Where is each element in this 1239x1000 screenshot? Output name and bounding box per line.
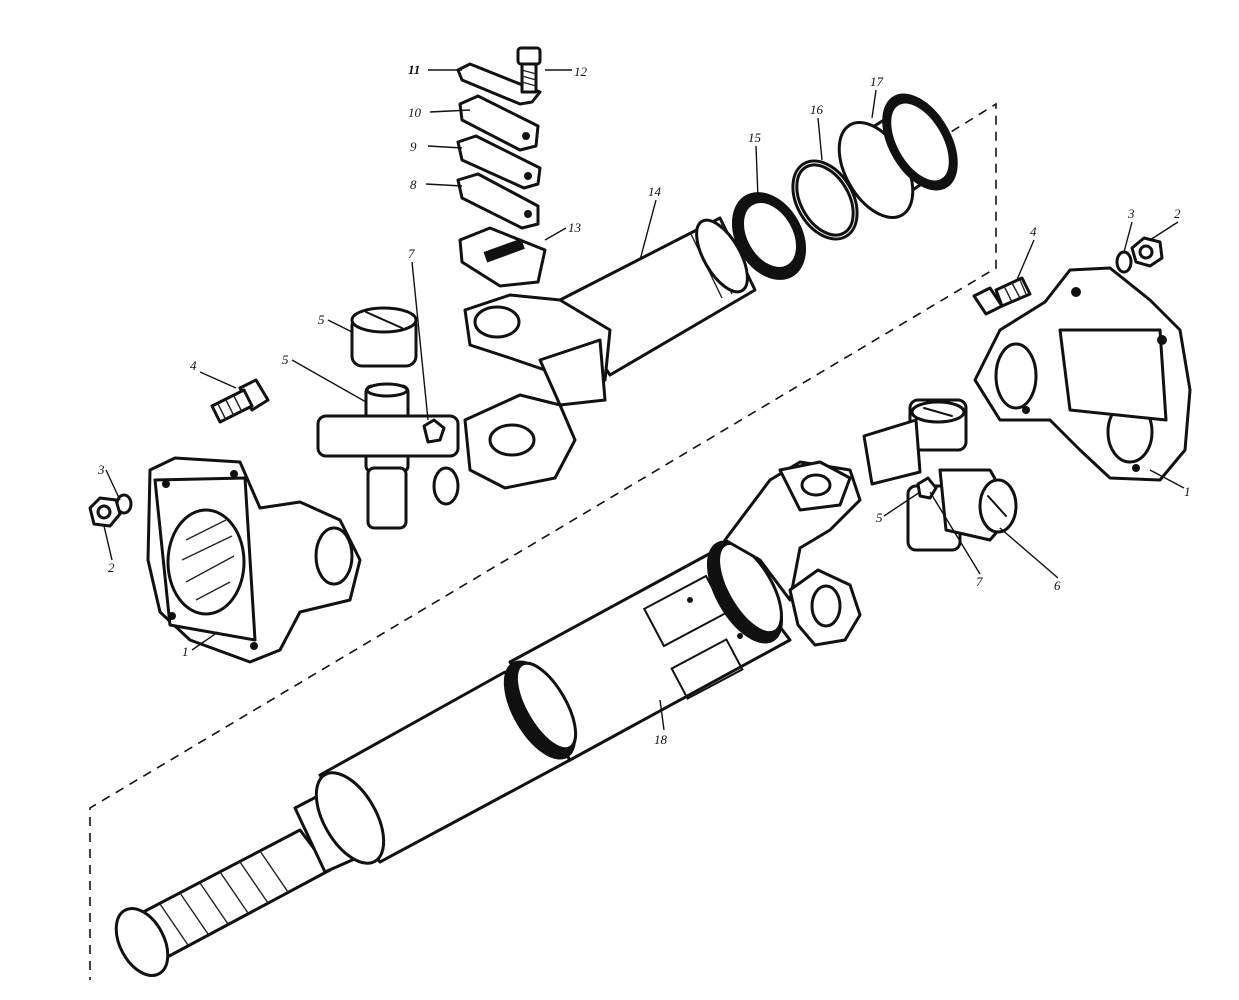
bolt-left-part-4 [210, 378, 270, 424]
callout-18: 18 [654, 732, 668, 747]
callout-2-left: 2 [108, 560, 115, 575]
callout-17: 17 [870, 74, 884, 89]
washer-right-part-3 [1115, 250, 1133, 274]
callout-3-right: 3 [1127, 206, 1135, 221]
main-shaft-part-18 [114, 460, 862, 977]
callout-1-right: 1 [1184, 484, 1191, 499]
callout-5-cross-right: 5 [876, 510, 883, 525]
callout-10: 10 [408, 105, 422, 120]
callout-2-right: 2 [1174, 206, 1181, 221]
flange-yoke-right-part-1 [973, 266, 1192, 482]
callout-11: 11 [408, 62, 420, 77]
plate-part-10 [458, 94, 540, 152]
nut-left-part-2 [88, 496, 122, 528]
callout-5-cup-left: 5 [318, 312, 325, 327]
callout-8: 8 [410, 177, 417, 192]
plate-part-9 [456, 134, 542, 190]
callout-labels: 11 12 10 9 8 13 14 15 16 17 7 5 5 4 3 2 … [97, 62, 1191, 747]
bearing-cup-right-part-6 [910, 400, 966, 424]
leader-lines [103, 69, 1185, 731]
cross-left-part-5 [316, 382, 460, 530]
callout-4-left: 4 [190, 358, 197, 373]
bearing-cover-part-13 [458, 226, 547, 288]
callout-9: 9 [410, 139, 417, 154]
grease-fitting-right-part-7 [916, 476, 938, 500]
callout-6: 6 [1054, 578, 1061, 593]
bolt-right-part-4 [972, 276, 1032, 316]
plate-part-8 [456, 172, 540, 230]
callout-12: 12 [574, 64, 588, 79]
nut-part-17 [837, 93, 958, 219]
callout-3-left: 3 [97, 462, 105, 477]
bolt-part-12 [516, 46, 542, 94]
grease-fitting-left-part-7 [422, 418, 446, 444]
nut-right-part-2 [1130, 236, 1164, 268]
callout-15: 15 [748, 130, 762, 145]
callout-7-right: 7 [976, 574, 983, 589]
bearing-cup-left-part-5 [350, 306, 418, 368]
callout-13: 13 [568, 220, 582, 235]
callout-7-left: 7 [408, 246, 415, 261]
callout-4-right: 4 [1030, 224, 1037, 239]
flange-yoke-left-part-1 [146, 456, 362, 664]
lock-plate-part-11 [456, 62, 542, 106]
callout-16: 16 [810, 102, 824, 117]
callout-14: 14 [648, 184, 662, 199]
callout-5-cross-left: 5 [282, 352, 289, 367]
slip-yoke-part-14 [463, 216, 757, 490]
callout-1-left: 1 [182, 644, 189, 659]
seal-ring-part-15 [731, 192, 807, 280]
snap-ring-part-16 [791, 159, 859, 241]
